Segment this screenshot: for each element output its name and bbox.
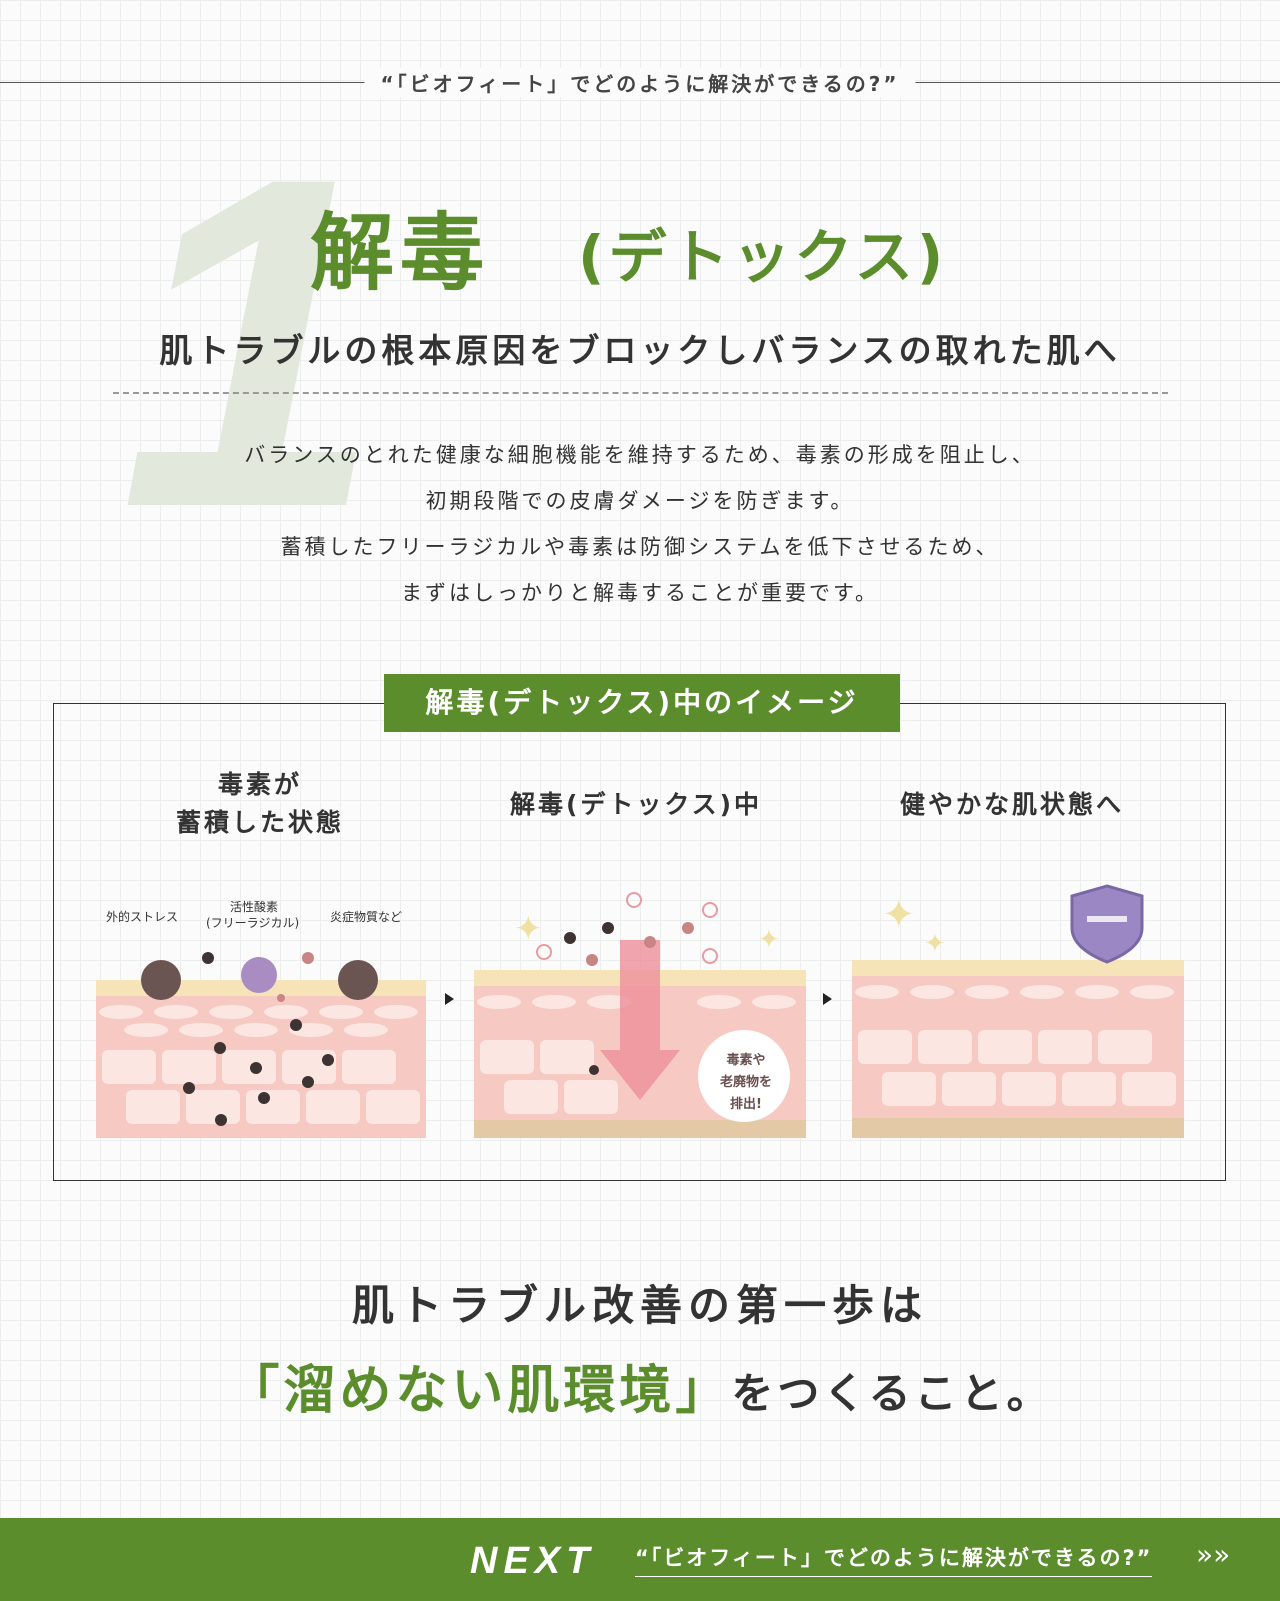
next-link[interactable]: “「ビオフィート」でどのように解決ができるの?” <box>635 1542 1153 1577</box>
section-subtitle: 肌トラブルの根本原因をブロックしバランスの取れた肌へ <box>159 331 1121 370</box>
body-line: 蓄積したフリーラジカルや毒素は防御システムを低下させるため、 <box>280 535 1000 559</box>
arrow-right-icon <box>445 993 454 1005</box>
section-number: 1 <box>120 80 382 605</box>
dashed-divider <box>113 392 1168 394</box>
next-label: NEXT <box>470 1540 596 1582</box>
panel-3-title: 健やかな肌状態へ <box>899 790 1124 819</box>
closing-highlight: 「溜めない肌環境」 <box>227 1361 732 1421</box>
svg-text:✦: ✦ <box>758 925 780 955</box>
label-external-stress: 外的ストレス <box>106 910 179 924</box>
body-line: 初期段階での皮膚ダメージを防ぎます。 <box>425 489 855 513</box>
footer-next-bar[interactable]: NEXT “「ビオフィート」でどのように解決ができるの?” »» <box>0 1518 1280 1601</box>
image-box-badge: 解毒(デトックス)中のイメージ <box>384 674 900 732</box>
double-chevron-right-icon[interactable]: »» <box>1196 1538 1231 1571</box>
label-free-radical: (フリーラジカル) <box>206 916 300 930</box>
arrow-right-icon <box>823 993 832 1005</box>
closing-line-1: 肌トラブル改善の第一歩は <box>351 1281 928 1330</box>
section-title-sub: (デトックス) <box>578 223 948 291</box>
skin-detox-illustration: ✦ ✦ <box>474 880 806 1138</box>
svg-text:✦: ✦ <box>882 892 916 938</box>
section-body: バランスのとれた健康な細胞機能を維持するため、毒素の形成を阻止し、 初期段階での… <box>0 432 1280 616</box>
label-active-oxygen: 活性酸素 <box>230 900 279 914</box>
detox-bubble: 毒素や 老廃物を 排出! <box>719 1053 772 1112</box>
label-inflammatory: 炎症物質など <box>330 910 403 924</box>
panel-2-title: 解毒(デトックス)中 <box>509 790 763 819</box>
skin-healthy-illustration: ✦ ✦ <box>852 880 1184 1138</box>
closing-line-2: 「溜めない肌環境」をつくること。 <box>0 1348 1280 1423</box>
section-title: 解毒 <box>310 204 491 302</box>
body-line: バランスのとれた健康な細胞機能を維持するため、毒素の形成を阻止し、 <box>244 443 1036 467</box>
svg-text:✦: ✦ <box>924 929 946 959</box>
svg-text:✦: ✦ <box>514 909 543 949</box>
panel-1-title: 毒素が 蓄積した状態 <box>175 770 344 837</box>
header-label: “「ビオフィート」でどのように解決ができるの?” <box>364 68 916 97</box>
closing-rest: をつくること。 <box>731 1369 1053 1418</box>
skin-toxin-illustration <box>96 880 426 1138</box>
body-line: まずはしっかりと解毒することが重要です。 <box>401 581 879 605</box>
